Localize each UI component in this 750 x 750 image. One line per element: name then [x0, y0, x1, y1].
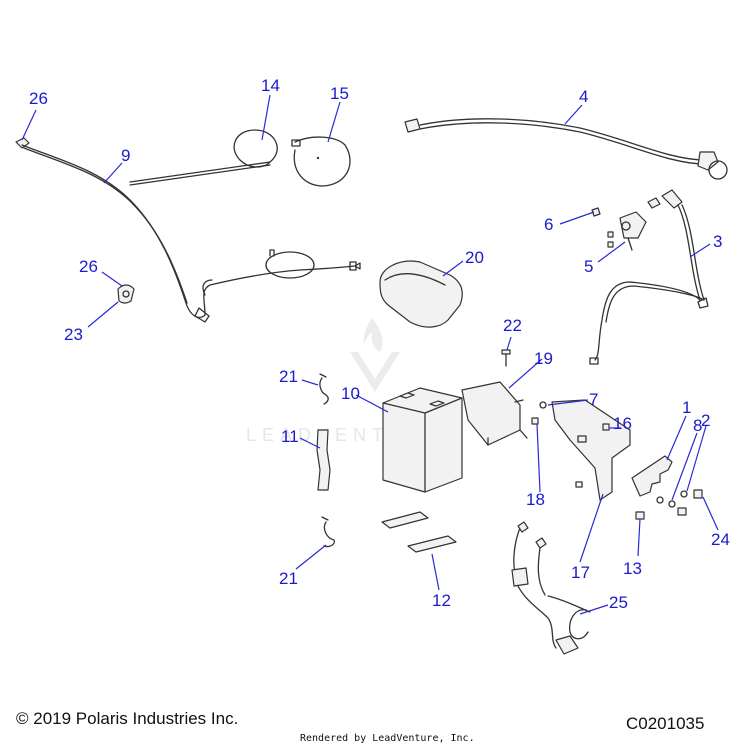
rendered-by-text: Rendered by LeadVenture, Inc.	[300, 733, 475, 744]
leader-lines	[21, 94, 719, 615]
callout-2: 2	[701, 411, 710, 430]
callout-19: 19	[534, 349, 553, 368]
callout-14: 14	[261, 76, 280, 95]
callout-21-bottom: 21	[279, 569, 298, 588]
callout-17: 17	[571, 563, 590, 582]
callout-11: 11	[281, 427, 299, 446]
part-19-battery-box	[461, 381, 528, 446]
callout-9: 9	[121, 146, 130, 165]
part-7-screw	[539, 401, 547, 409]
callout-20: 20	[465, 248, 484, 267]
part-26-clip-top	[15, 137, 30, 149]
copyright-text: © 2019 Polaris Industries Inc.	[16, 709, 239, 728]
part-10-battery	[382, 387, 463, 493]
part-2-nut	[680, 490, 688, 498]
part-9-harness	[21, 144, 361, 323]
part-1-bus-bar	[631, 455, 673, 497]
callout-5: 5	[584, 257, 593, 276]
callout-26-mid: 26	[79, 257, 98, 276]
part-17-bracket	[551, 399, 631, 501]
callout-12: 12	[432, 591, 451, 610]
part-8-washer	[656, 496, 676, 508]
callout-13: 13	[623, 559, 642, 578]
callout-23: 23	[64, 325, 83, 344]
part-21-clip-bottom	[321, 516, 336, 548]
part-22-bolt	[501, 349, 511, 367]
part-21-clip-top	[319, 373, 329, 405]
callout-21-top: 21	[279, 367, 298, 386]
drawing-id: C0201035	[626, 714, 705, 733]
callout-25: 25	[609, 593, 628, 612]
part-14-tie-strap	[129, 129, 278, 186]
part-11-strap	[316, 429, 331, 491]
part-5-solenoid	[591, 197, 661, 251]
callout-numbers: 26 9 14 15 4 6 5 3 26 23 20 22 19 21 10 …	[29, 76, 730, 612]
callout-16: 16	[613, 414, 632, 433]
callout-26-top: 26	[29, 89, 48, 108]
part-12-pads	[381, 511, 457, 553]
callout-15: 15	[330, 84, 349, 103]
callout-18: 18	[526, 490, 545, 509]
callout-4: 4	[579, 87, 588, 106]
callout-24: 24	[711, 530, 730, 549]
callout-22: 22	[503, 316, 522, 335]
callout-1: 1	[682, 398, 691, 417]
part-3-cable	[589, 189, 709, 365]
callout-3: 3	[713, 232, 722, 251]
callout-6: 6	[544, 215, 553, 234]
callout-8: 8	[693, 416, 702, 435]
part-20-cover	[379, 260, 463, 328]
part-4-cable	[404, 118, 728, 180]
part-25-harness	[511, 521, 591, 655]
part-24-screw	[677, 489, 703, 516]
part-18-fastener	[531, 417, 539, 425]
callout-10: 10	[341, 384, 360, 403]
part-13-screw	[635, 511, 645, 520]
part-16-nut	[602, 423, 610, 431]
part-15-strap	[291, 136, 351, 187]
part-23-mount	[117, 284, 135, 304]
callout-7: 7	[589, 390, 598, 409]
